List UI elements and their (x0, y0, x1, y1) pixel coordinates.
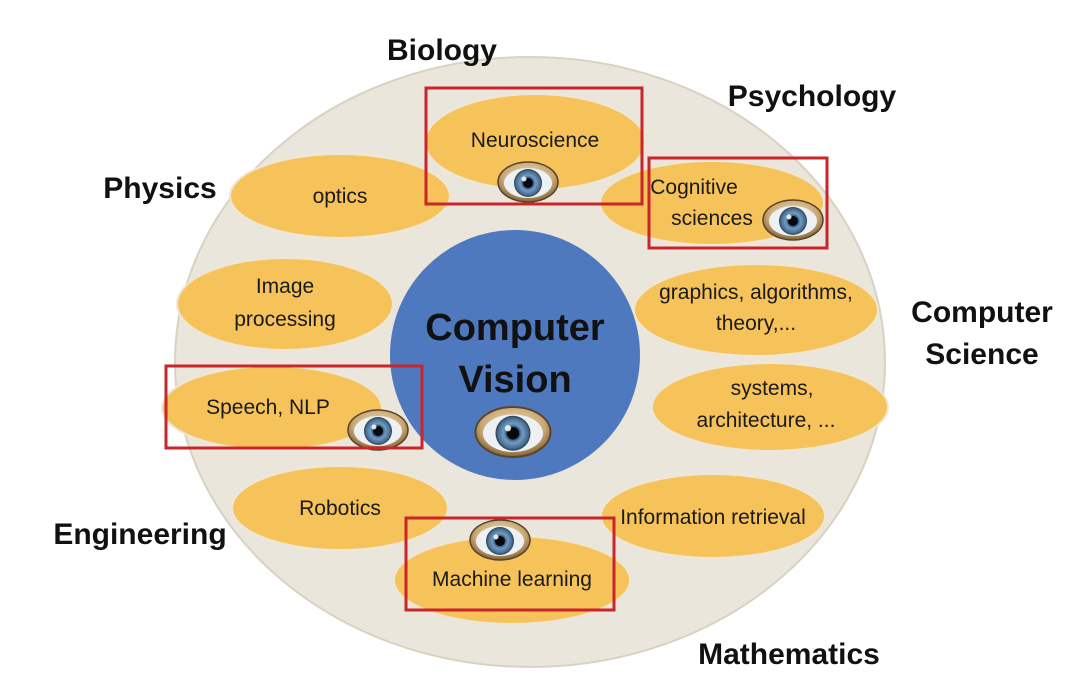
topic-label: Robotics (299, 497, 381, 520)
topic-label: processing (234, 308, 336, 331)
topic-label: Speech, NLP (206, 396, 330, 419)
topic-label: Cognitive (650, 176, 738, 199)
topic-label: graphics, algorithms, (659, 281, 853, 304)
center-title-line2: Vision (458, 359, 571, 401)
field-label-psychology: Psychology (728, 80, 897, 113)
field-label-biology: Biology (387, 34, 497, 67)
eye-icon (474, 406, 552, 458)
topic-label: Information retrieval (620, 506, 806, 529)
topic-image-processing: Image processing (176, 257, 394, 351)
topic-neuroscience: Neuroscience (424, 93, 646, 203)
topic-robotics: Robotics (231, 465, 449, 551)
topic-speech-nlp: Speech, NLP (161, 365, 409, 451)
topic-label: optics (313, 185, 368, 208)
topic-systems-architecture: systems, architecture, ... (651, 362, 889, 452)
field-label-computer-science-line2: Science (925, 338, 1038, 371)
highlight-box-machine-learning (404, 516, 616, 612)
topic-label: theory,... (716, 312, 796, 335)
topic-cognitive-sciences: Cognitive sciences (599, 160, 825, 246)
eye-icon (347, 409, 409, 451)
topic-machine-learning: Machine learning (393, 519, 631, 625)
topic-label: Image (256, 275, 314, 298)
topic-label: Neuroscience (471, 129, 599, 152)
topic-information-retrieval: Information retrieval (600, 473, 826, 559)
topic-label: sciences (671, 207, 753, 230)
highlight-box-cognitive-sciences (647, 156, 829, 250)
field-label-computer-science-line1: Computer (911, 296, 1053, 329)
field-label-engineering: Engineering (53, 518, 226, 551)
topic-label: systems, (731, 377, 814, 400)
eye-icon (762, 199, 824, 241)
eye-icon (497, 161, 559, 203)
field-label-mathematics: Mathematics (698, 638, 880, 671)
eye-icon (469, 519, 531, 561)
center-title-line1: Computer (425, 307, 605, 349)
highlight-box-neuroscience (424, 86, 644, 206)
topic-label: architecture, ... (697, 409, 836, 432)
field-label-physics: Physics (103, 172, 216, 205)
topic-optics: optics (229, 153, 451, 239)
topic-label: Machine learning (432, 568, 592, 591)
center-circle (390, 230, 640, 480)
topic-graphics-algorithms: graphics, algorithms, theory,... (633, 263, 879, 357)
highlight-box-speech-nlp (164, 364, 424, 450)
